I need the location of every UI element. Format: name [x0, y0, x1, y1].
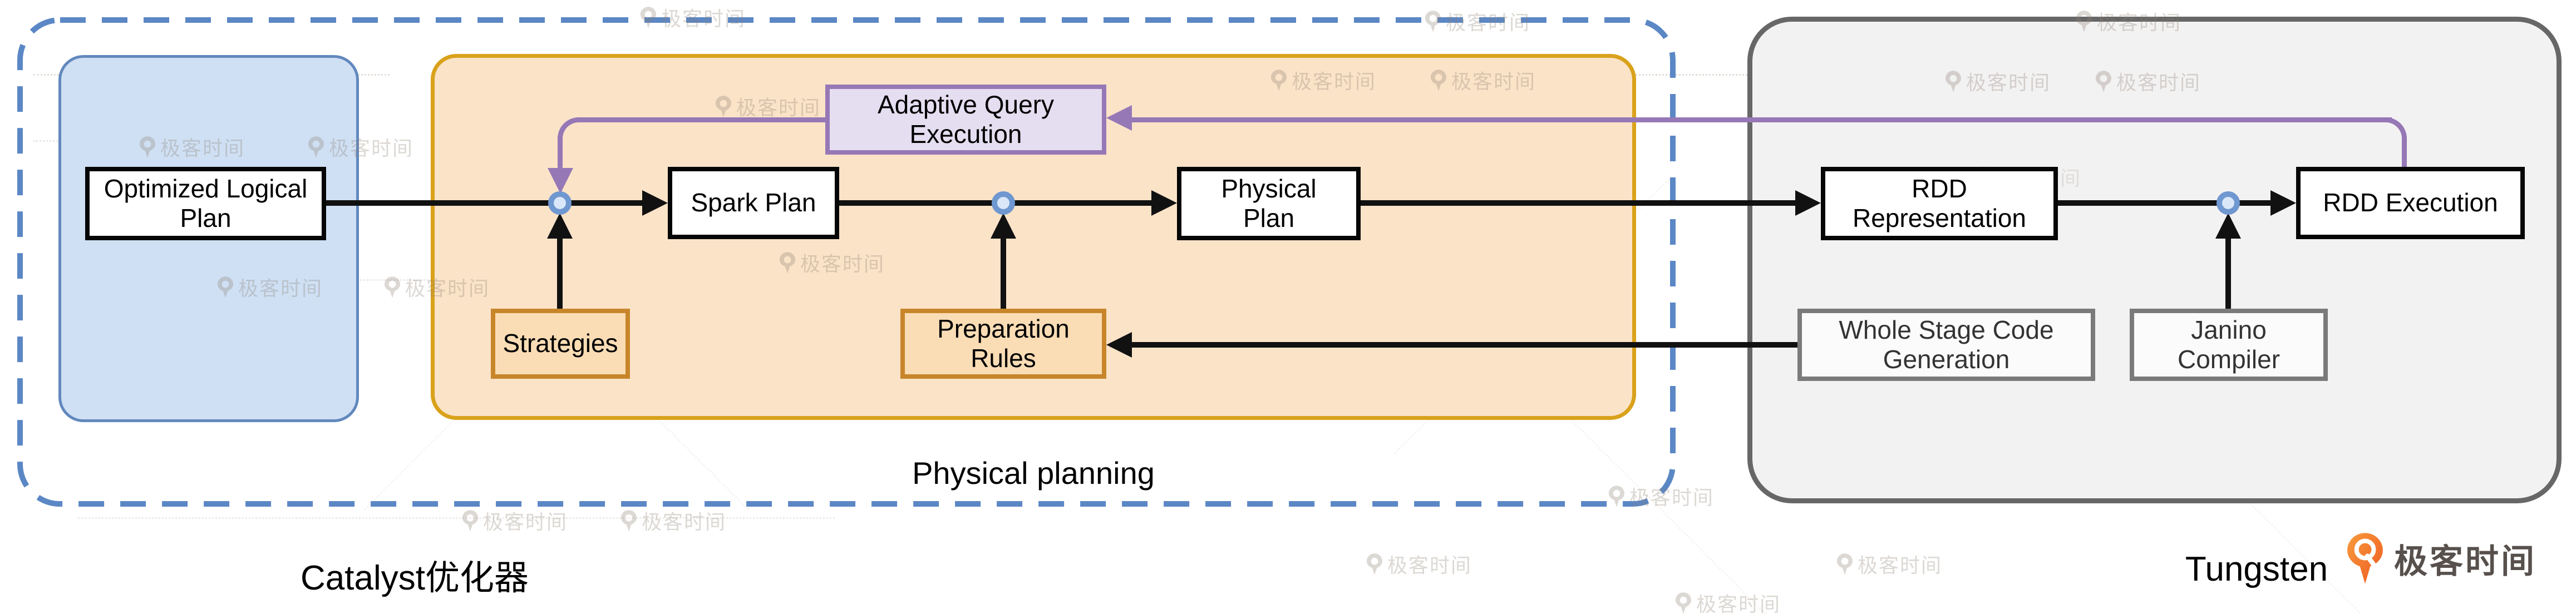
junction-dot-physical-plan	[992, 191, 1015, 215]
preparation-rules-box: Preparation Rules	[900, 309, 1106, 379]
line-physical-plan-to-rdd-representation	[1361, 200, 1800, 206]
geektime-pin-icon	[462, 509, 479, 532]
strategies-label: Strategies	[503, 329, 618, 358]
geektime-pin-icon	[1430, 69, 1447, 92]
spark-plan-box: Spark Plan	[668, 167, 839, 239]
purple-line-down-to-junction	[558, 136, 563, 170]
line-rdd-representation-to-rdd-execution	[2058, 200, 2275, 206]
line-olp-to-spark-plan	[326, 200, 643, 206]
spark-plan-label: Spark Plan	[691, 188, 816, 217]
geektime-pin-icon	[1270, 69, 1287, 92]
watermark: 极客时间	[1366, 549, 1472, 578]
adaptive-query-execution-box: Adaptive Query Execution	[825, 85, 1106, 155]
arrowhead-preparation-rules-to-junction	[991, 213, 1016, 239]
watermark: 极客时间	[2095, 67, 2201, 96]
preparation-rules-label: Preparation	[937, 314, 1070, 343]
rdd-representation-label: RDD	[1912, 174, 1967, 203]
adaptive-query-execution-label: Execution	[909, 120, 1022, 148]
geektime-brand-name: 极客时间	[2394, 542, 2536, 580]
watermark: 极客时间	[640, 3, 746, 32]
whole-stage-code-generation-label: Whole Stage Code	[1839, 315, 2054, 344]
watermark: 极客时间	[217, 273, 323, 301]
geektime-pin-icon	[2347, 533, 2383, 584]
geektime-pin-icon	[779, 251, 796, 274]
geektime-pin-icon	[217, 276, 234, 299]
geektime-pin-icon	[1425, 10, 1441, 33]
geektime-pin-icon	[640, 6, 657, 29]
arrowhead-into-preparation-rules	[1106, 332, 1132, 358]
purple-line-rdd-execution-to-aqe	[1132, 117, 2392, 122]
geektime-logo: 极客时间	[2346, 532, 2536, 585]
watermark: 极客时间	[2076, 7, 2181, 36]
dotted-guide-line	[78, 517, 835, 519]
arrowhead-into-physical-plan	[1151, 190, 1177, 216]
physical-planning-region-label: Physical planning	[912, 455, 1155, 491]
watermark: 极客时间	[1425, 7, 1530, 36]
geektime-pin-icon	[620, 509, 637, 532]
physical-plan-label: Physical	[1221, 174, 1317, 203]
arrowhead-into-rdd-execution	[2270, 190, 2296, 216]
watermark: 极客时间	[715, 92, 821, 121]
watermark: 极客时间	[308, 132, 413, 161]
arrowhead-janino-to-junction	[2215, 213, 2241, 239]
rdd-execution-label: RDD Execution	[2323, 188, 2498, 217]
arrowhead-into-spark-plan	[642, 190, 668, 216]
purple-corner-left	[558, 117, 579, 138]
line-strategies-up	[557, 236, 563, 309]
arrowhead-purple-into-aqe	[1106, 105, 1132, 131]
junction-dot-rdd-execution	[2217, 191, 2240, 215]
arrowhead-into-rdd-representation	[1795, 190, 1821, 216]
line-wscg-to-preparation-rules	[1131, 342, 1797, 348]
watermark: 极客时间	[1836, 549, 1942, 578]
line-janino-compiler-up	[2225, 236, 2231, 309]
physical-plan-box: Physical Plan	[1177, 167, 1361, 240]
arrowhead-strategies-to-junction	[547, 213, 573, 239]
geektime-pin-icon	[1366, 553, 1383, 576]
geektime-pin-icon	[1675, 592, 1692, 614]
arrowhead-purple-into-junction	[548, 168, 573, 194]
rdd-execution-box: RDD Execution	[2296, 167, 2525, 239]
geektime-pin-icon	[308, 136, 324, 159]
watermark: 极客时间	[1430, 66, 1536, 95]
geektime-pin-icon	[2076, 10, 2092, 33]
purple-line-aqe-left	[579, 117, 825, 122]
janino-compiler-label: Janino	[2191, 315, 2267, 344]
optimized-logical-plan-label: Plan	[180, 204, 232, 232]
tungsten-region-label: Tungsten	[2185, 550, 2328, 588]
watermark: 极客时间	[462, 506, 568, 535]
adaptive-query-execution-label: Adaptive Query	[877, 90, 1055, 119]
optimized-logical-plan-box: Optimized Logical Plan	[85, 167, 326, 240]
whole-stage-code-generation-label: Generation	[1883, 345, 2010, 374]
purple-line-from-rdd-execution-top	[2402, 136, 2407, 168]
watermark: 极客时间	[620, 506, 726, 535]
watermark: 极客时间	[779, 248, 885, 277]
watermark: 极客时间	[139, 132, 245, 161]
tungsten-region	[1747, 17, 2562, 503]
geektime-pin-icon	[139, 136, 156, 159]
watermark: 极客时间	[1945, 67, 2051, 96]
physical-plan-label: Plan	[1243, 204, 1295, 232]
preparation-rules-label: Rules	[971, 344, 1036, 373]
catalyst-optimizer-region	[17, 17, 1676, 507]
watermark: 极客时间	[1608, 482, 1714, 511]
optimized-logical-plan-label: Optimized Logical	[104, 174, 308, 203]
geektime-pin-icon	[1836, 553, 1853, 576]
janino-compiler-label: Compiler	[2177, 345, 2281, 374]
junction-dot-spark-plan	[548, 191, 572, 215]
catalyst-optimizer-region-label: Catalyst优化器	[301, 559, 529, 597]
geektime-pin-icon	[384, 276, 401, 299]
watermark: 极客时间	[384, 273, 490, 301]
watermark: 极客时间	[1270, 66, 1376, 95]
janino-compiler-box: Janino Compiler	[2130, 309, 2328, 381]
rdd-representation-label: Representation	[1853, 204, 2026, 232]
line-preparation-rules-up	[1001, 236, 1006, 309]
watermark: 极客时间	[1675, 588, 1781, 614]
rdd-representation-box: RDD Representation	[1821, 167, 2058, 240]
geektime-pin-icon	[2095, 70, 2112, 93]
geektime-pin-icon	[715, 95, 732, 118]
strategies-box: Strategies	[491, 309, 630, 379]
geektime-pin-icon	[1945, 70, 1962, 93]
whole-stage-code-generation-box: Whole Stage Code Generation	[1797, 309, 2095, 381]
